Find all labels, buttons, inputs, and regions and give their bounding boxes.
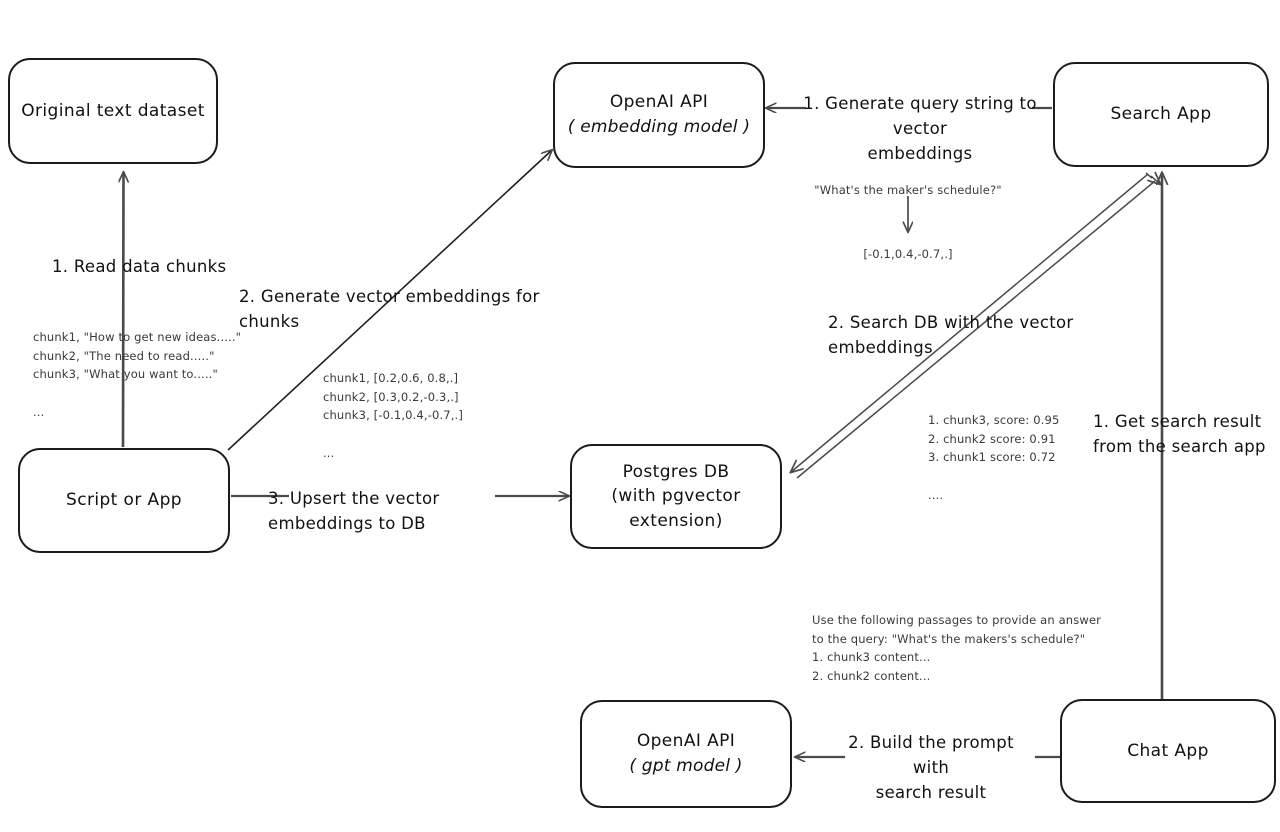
edge-label-search-db: 2. Search DB with the vector embeddings [828,313,1074,357]
node-openai-embedding-api-title: OpenAI API [609,92,709,113]
edge-label-upsert-to-db: 3. Upsert the vector embeddings to DB [268,489,440,533]
node-search-app-label: Search App [1110,104,1212,125]
note-search-results: 1. chunk3, score: 0.95 2. chunk2 score: … [928,413,1060,502]
node-openai-gpt-api-title: OpenAI API [636,731,736,752]
node-script-or-app[interactable]: Script or App [18,448,230,553]
node-chat-app-label: Chat App [1127,740,1209,761]
note-prompt-text: Use the following passages to provide an… [812,613,1102,683]
node-openai-gpt-api-subtitle: ( gpt model ) [629,756,743,776]
edge-label-get-search-result: 1. Get search result from the search app [1093,412,1266,456]
node-postgres-db-subtitle: (with pgvector extension) [611,486,741,531]
node-chat-app[interactable]: Chat App [1060,699,1276,803]
node-original-text-dataset[interactable]: Original text dataset [8,58,218,164]
node-postgres-db[interactable]: Postgres DB (with pgvector extension) [570,444,782,549]
note-query-vector: [-0.1,0.4,-0.7,.] [863,247,953,261]
node-openai-embedding-api-subtitle: ( embedding model ) [567,117,751,137]
edge-label-build-prompt: 2. Build the prompt with search result [848,733,1014,802]
note-chunks-sample: chunk1, "How to get new ideas....." chun… [33,330,242,419]
node-openai-embedding-api[interactable]: OpenAI API ( embedding model ) [553,62,765,168]
edge-label-generate-query-embeddings: 1. Generate query string to vector embed… [803,94,1037,163]
node-postgres-db-title: Postgres DB [622,461,730,482]
node-openai-gpt-api[interactable]: OpenAI API ( gpt model ) [580,700,792,808]
edge-label-generate-vector-embeddings: 2. Generate vector embeddings for chunks [239,287,540,331]
note-chunk-vectors: chunk1, [0.2,0.6, 0.8,.] chunk2, [0.3,0.… [323,371,463,460]
node-search-app[interactable]: Search App [1053,62,1269,167]
edge-label-read-data-chunks: 1. Read data chunks [52,257,227,276]
node-script-or-app-label: Script or App [66,490,182,511]
node-original-text-dataset-label: Original text dataset [21,100,205,121]
note-query-string: "What's the maker's schedule?" [814,183,1002,197]
